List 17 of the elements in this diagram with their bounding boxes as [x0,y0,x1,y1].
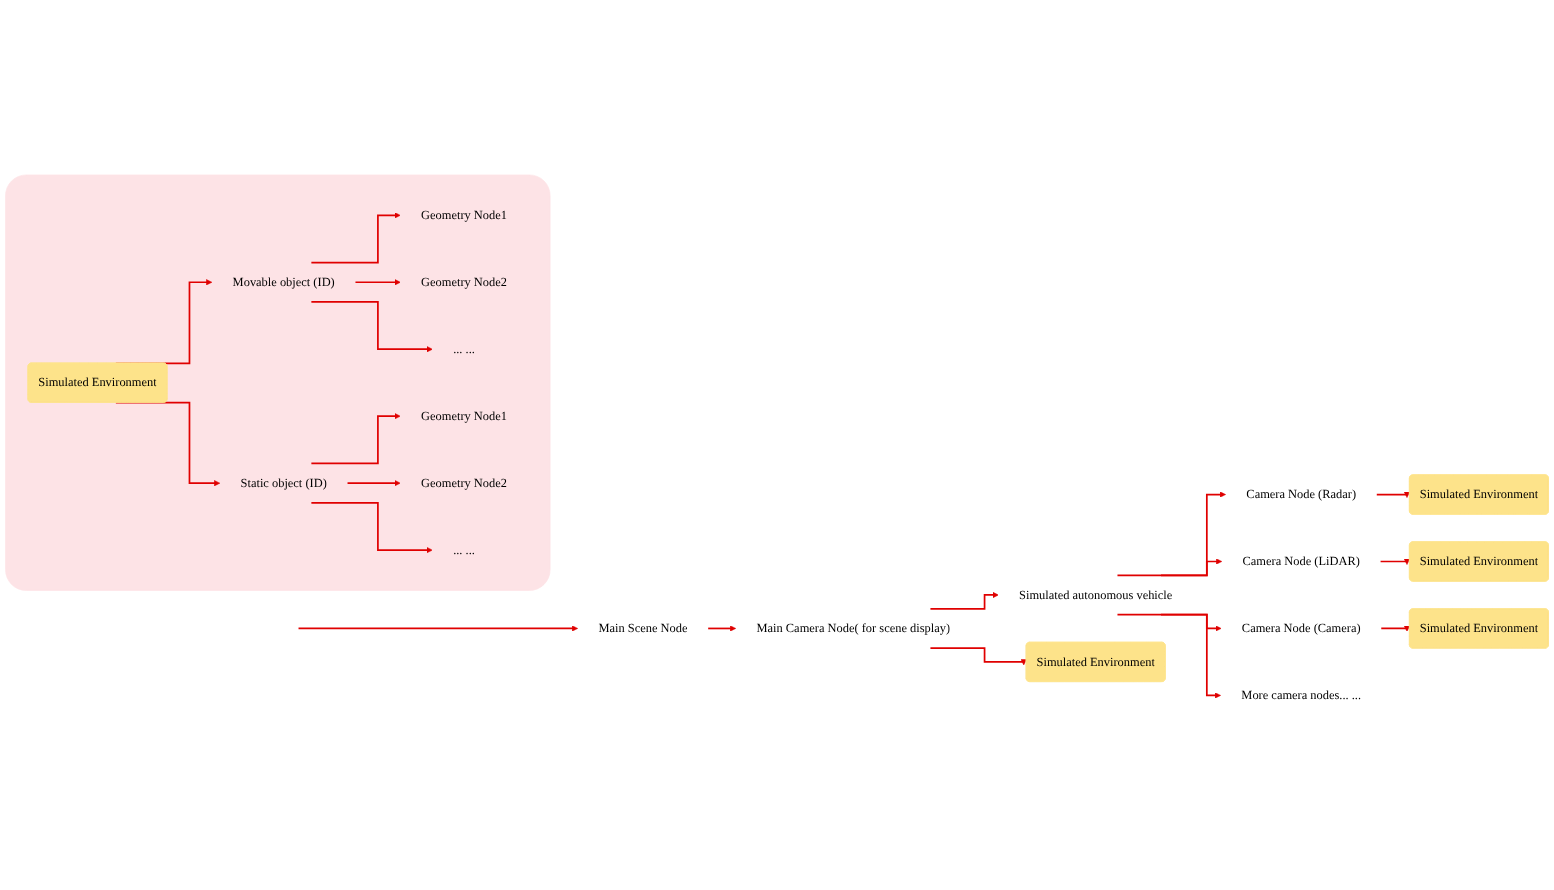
arrow [310,413,401,465]
arrow [929,647,1027,666]
arrow [1116,491,1226,577]
arrow [310,212,401,264]
arrow [354,279,401,286]
arrow [929,591,999,610]
arrow [1116,613,1221,699]
arrow [1380,625,1410,632]
arrow [1375,491,1410,498]
arrow [297,625,578,632]
arrow [1379,558,1410,565]
arrow [1160,558,1223,577]
arrow [310,501,433,554]
arrow [707,625,737,632]
cluster [5,174,551,591]
arrow [346,480,401,487]
arrow [310,301,433,353]
